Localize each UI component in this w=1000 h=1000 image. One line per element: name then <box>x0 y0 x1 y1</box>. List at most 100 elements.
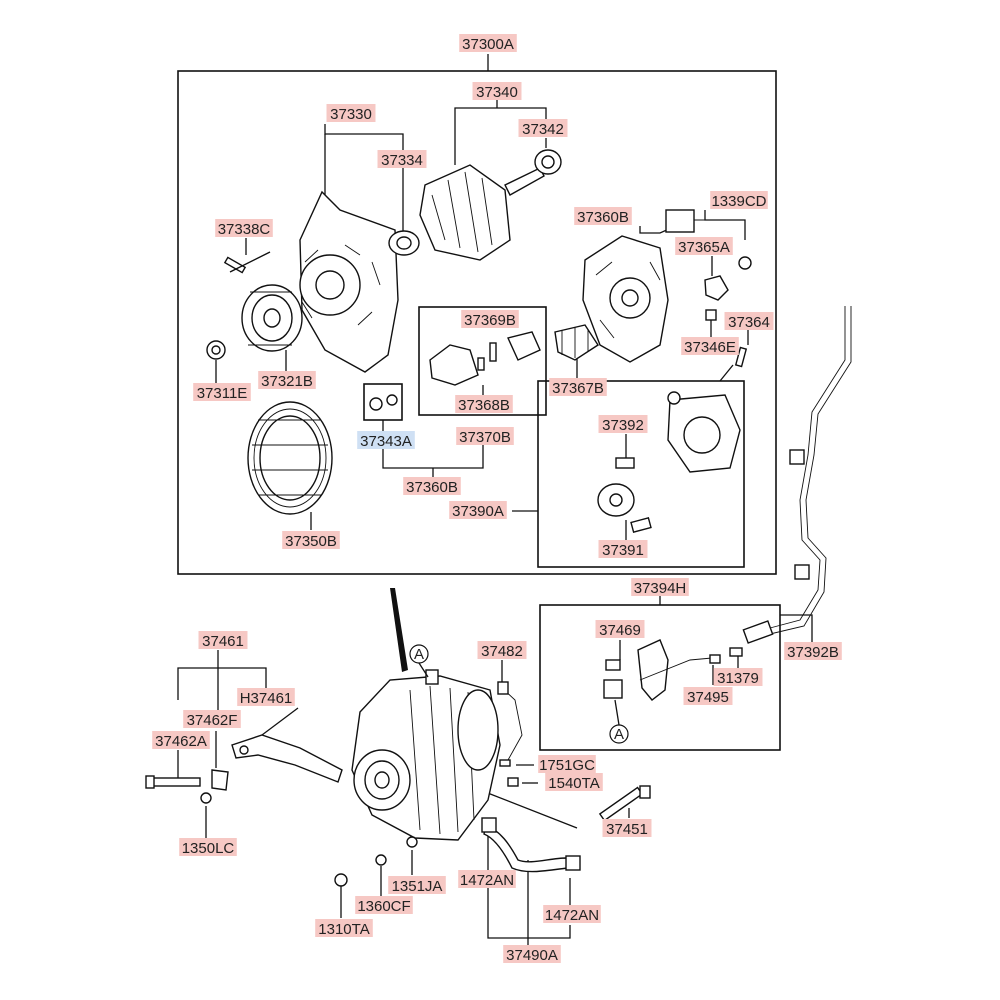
part-number-text: 37360B <box>577 209 629 226</box>
label-highlight <box>152 731 210 749</box>
part-number-text: 1472AN <box>545 907 599 924</box>
label-highlight <box>724 312 774 330</box>
label-highlight <box>461 310 519 328</box>
reference-letter-upper: A <box>414 646 424 663</box>
part-label-37364[interactable]: 37364 <box>724 312 774 331</box>
part-number-text: 37340 <box>476 84 518 101</box>
regulator-frame <box>537 380 745 568</box>
part-label-37343a[interactable]: 37343A <box>357 431 415 450</box>
part-label-37370b[interactable]: 37370B <box>456 427 514 446</box>
part-number-text: 37495 <box>687 689 729 706</box>
part-number-text: 37461 <box>202 633 244 650</box>
part-number-text: H37461 <box>240 690 293 707</box>
part-number-text: 37390A <box>452 503 504 520</box>
label-highlight <box>549 378 607 396</box>
arrow-indicator <box>390 588 408 672</box>
part-label-37365a[interactable]: 37365A <box>675 237 733 256</box>
part-label-37360b-top[interactable]: 37360B <box>574 207 632 226</box>
part-label-1310ta[interactable]: 1310TA <box>315 919 373 938</box>
part-label-1339cd[interactable]: 1339CD <box>710 191 768 210</box>
label-highlight <box>598 540 648 558</box>
bearing-37334 <box>388 230 420 256</box>
part-label-37482[interactable]: 37482 <box>477 641 527 660</box>
part-label-1751gc[interactable]: 1751GC <box>538 755 596 774</box>
part-label-1351ja[interactable]: 1351JA <box>388 876 446 895</box>
part-label-37462a[interactable]: 37462A <box>152 731 210 750</box>
label-highlight <box>459 34 517 52</box>
part-label-37321b[interactable]: 37321B <box>258 371 316 390</box>
part-label-37462f[interactable]: 37462F <box>183 710 241 729</box>
part-label-h37461[interactable]: H37461 <box>237 688 295 707</box>
part-label-37334[interactable]: 37334 <box>377 150 427 169</box>
label-highlight <box>282 531 340 549</box>
label-highlight <box>574 207 632 225</box>
hose-kit-37394h <box>603 620 774 701</box>
label-highlight <box>545 773 603 791</box>
part-label-37390a[interactable]: 37390A <box>449 501 507 520</box>
nut-37311e <box>206 340 226 360</box>
part-label-37350b[interactable]: 37350B <box>282 531 340 550</box>
stator-37350b <box>247 401 333 515</box>
label-highlight <box>388 876 446 894</box>
part-number-text: 37346E <box>684 339 736 356</box>
bolt-37338c <box>223 251 271 274</box>
part-label-37360b-bottom[interactable]: 37360B <box>403 477 461 496</box>
label-highlight <box>183 710 241 728</box>
part-label-37392[interactable]: 37392 <box>598 415 648 434</box>
bracket-h37461 <box>231 734 343 783</box>
part-number-text: 1540TA <box>548 775 599 792</box>
part-label-37311e[interactable]: 37311E <box>193 383 251 402</box>
part-number-text: 37391 <box>602 542 644 559</box>
part-label-1350lc[interactable]: 1350LC <box>179 838 237 857</box>
part-label-37451[interactable]: 37451 <box>602 819 652 838</box>
part-number-text: 37462A <box>155 733 207 750</box>
label-highlight <box>179 838 237 856</box>
label-highlight <box>710 191 768 209</box>
part-label-37495[interactable]: 37495 <box>683 687 733 706</box>
part-label-37342[interactable]: 37342 <box>518 119 568 138</box>
part-label-1472an-left[interactable]: 1472AN <box>458 870 516 889</box>
part-label-37369b[interactable]: 37369B <box>461 310 519 329</box>
alternator-assembly <box>351 669 501 841</box>
part-label-37368b[interactable]: 37368B <box>455 395 513 414</box>
part-label-37367b[interactable]: 37367B <box>549 378 607 397</box>
label-highlight <box>602 819 652 837</box>
part-label-1540ta[interactable]: 1540TA <box>545 773 603 792</box>
part-number-text: 37368B <box>458 397 510 414</box>
part-label-37330[interactable]: 37330 <box>326 104 376 123</box>
part-label-37394h[interactable]: 37394H <box>631 578 689 597</box>
part-label-37461[interactable]: 37461 <box>198 631 248 650</box>
oil-pipe-37392b <box>769 306 852 635</box>
label-highlight <box>237 688 295 706</box>
part-label-37392b[interactable]: 37392B <box>784 642 842 661</box>
part-label-1472an-right[interactable]: 1472AN <box>543 905 601 924</box>
label-highlight <box>456 427 514 445</box>
part-label-37391[interactable]: 37391 <box>598 540 648 559</box>
bolt-37451 <box>598 785 651 822</box>
part-number-text: 37364 <box>728 314 770 331</box>
drive-end-housing <box>299 190 399 373</box>
part-label-37490a[interactable]: 37490A <box>503 945 561 964</box>
part-number-text: 37392B <box>787 644 839 661</box>
part-number-text: 37360B <box>406 479 458 496</box>
brush-holder-frame <box>418 306 547 416</box>
connector-1339cd <box>665 209 752 270</box>
part-number-text: 37342 <box>522 121 564 138</box>
part-label-31379[interactable]: 31379 <box>713 668 763 687</box>
rotor-37340 <box>419 149 562 261</box>
part-label-1360cf[interactable]: 1360CF <box>355 896 413 915</box>
label-highlight <box>258 371 316 389</box>
holder-37391 <box>597 483 652 534</box>
part-number-text: 37469 <box>599 622 641 639</box>
part-label-37340[interactable]: 37340 <box>472 82 522 101</box>
part-label-37346e[interactable]: 37346E <box>681 337 739 356</box>
part-number-text: 37451 <box>606 821 648 838</box>
label-highlight <box>675 237 733 255</box>
part-label-37338c[interactable]: 37338C <box>215 219 273 238</box>
part-number-text: 1351JA <box>392 878 443 895</box>
part-number-text: 37338C <box>218 221 271 238</box>
label-highlight <box>538 755 596 773</box>
part-label-assembly[interactable]: 37300A <box>459 34 517 53</box>
part-label-37469[interactable]: 37469 <box>595 620 645 639</box>
reference-mark-upper: A <box>409 644 429 678</box>
